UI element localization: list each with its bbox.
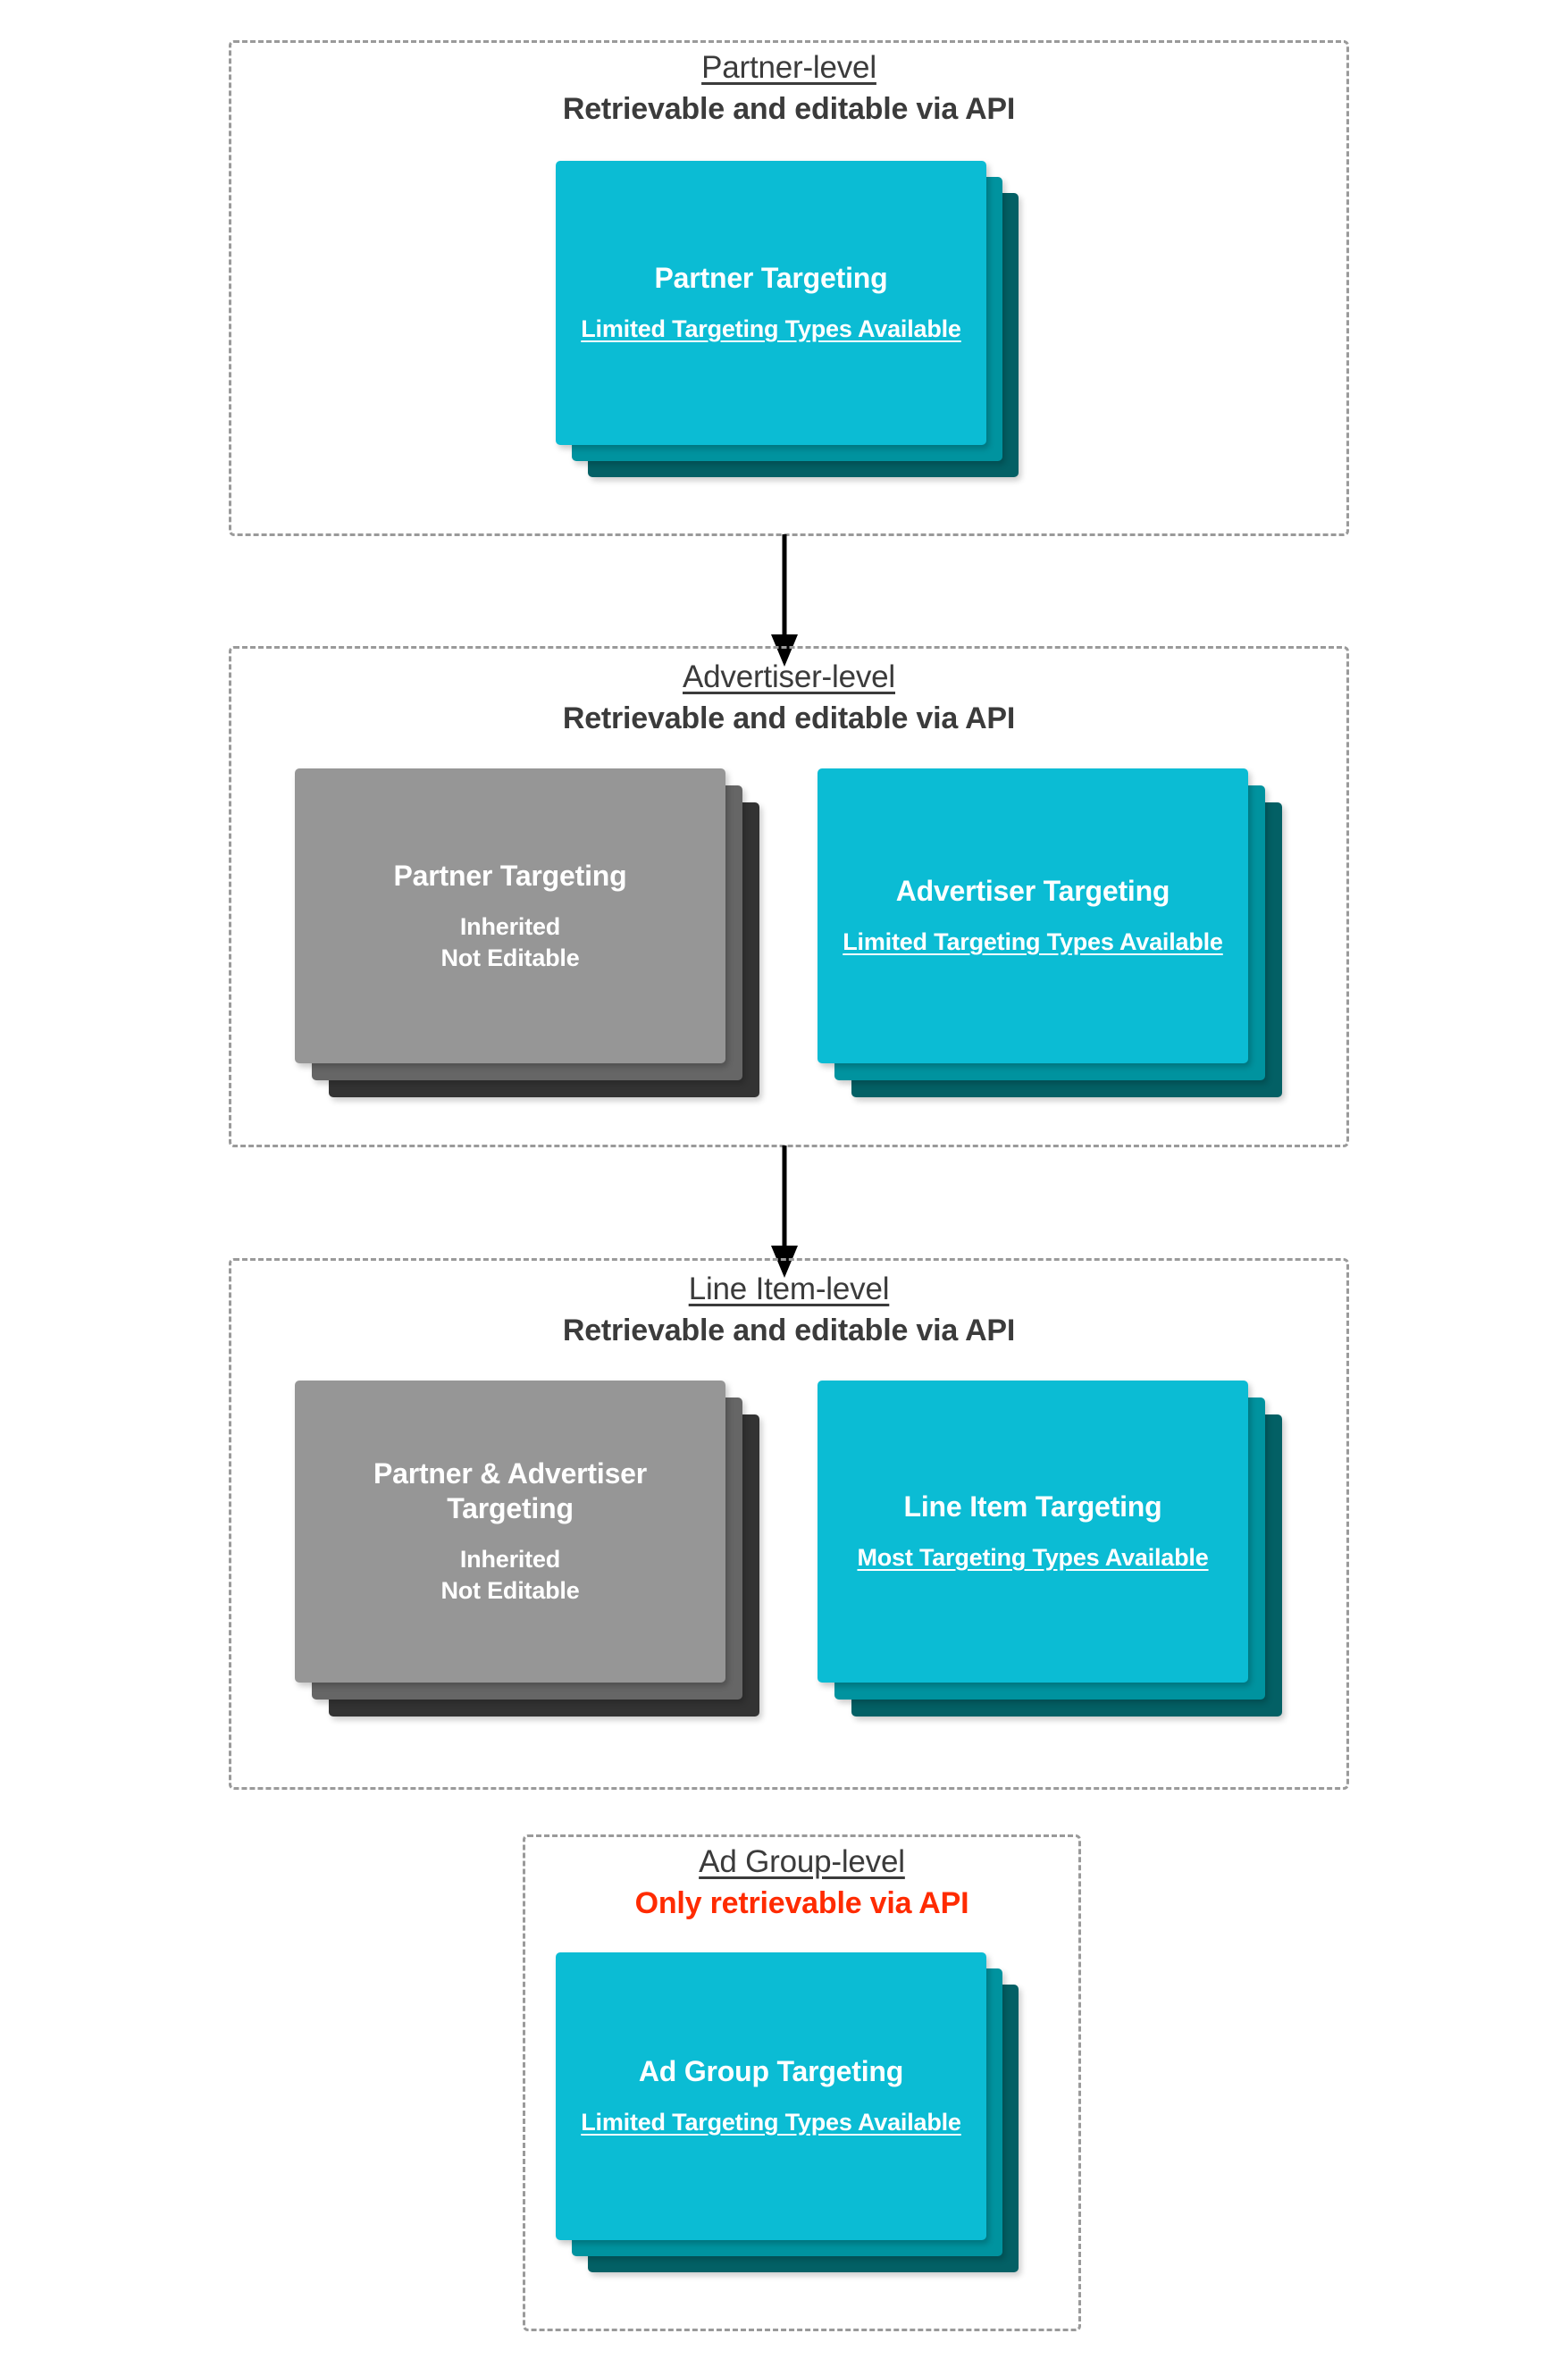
card-front-line-item-targeting[interactable]: Line Item Targeting Most Targeting Types… [818, 1381, 1248, 1683]
arrow-partner-to-advertiser [771, 534, 798, 667]
card-front-advertiser-targeting[interactable]: Advertiser Targeting Limited Targeting T… [818, 768, 1248, 1063]
level-title-advertiser: Advertiser-level [683, 659, 895, 694]
card-front-partner-targeting-inherited[interactable]: Partner Targeting Inherited Not Editable [295, 768, 725, 1063]
level-subtitle-ad-group: Only retrievable via API [634, 1886, 969, 1921]
level-title-ad-group: Ad Group-level [699, 1844, 905, 1879]
card-front-partner-advertiser-targeting-inherited[interactable]: Partner & Advertiser Targeting Inherited… [295, 1381, 725, 1683]
card-subtitle: Limited Targeting Types Available [581, 315, 961, 343]
card-stack-ad-group-targeting[interactable]: Ad Group Targeting Limited Targeting Typ… [556, 1952, 1029, 2292]
level-header-ad-group: Ad Group-level Only retrievable via API [523, 1843, 1081, 1921]
card-subtitle: Inherited Not Editable [440, 1546, 580, 1605]
card-title: Partner Targeting [393, 859, 627, 892]
card-subtitle: Inherited Not Editable [440, 912, 580, 971]
level-header-advertiser: Advertiser-level Retrievable and editabl… [229, 659, 1349, 736]
card-title: Partner & Advertiser Targeting [373, 1457, 648, 1525]
arrow-advertiser-to-line-item [771, 1146, 798, 1278]
card-title: Advertiser Targeting [895, 875, 1170, 908]
level-box-advertiser [229, 646, 1349, 1147]
card-stack-partner-targeting[interactable]: Partner Targeting Limited Targeting Type… [556, 161, 1029, 496]
level-title-partner: Partner-level [701, 50, 876, 85]
level-subtitle-line-item: Retrievable and editable via API [562, 1314, 1016, 1348]
level-subtitle-advertiser: Retrievable and editable via API [562, 701, 1016, 736]
card-front-partner-targeting[interactable]: Partner Targeting Limited Targeting Type… [556, 161, 986, 445]
level-box-partner [229, 40, 1349, 536]
level-title-line-item: Line Item-level [688, 1272, 890, 1306]
card-title: Line Item Targeting [903, 1490, 1162, 1523]
level-header-line-item: Line Item-level Retrievable and editable… [229, 1271, 1349, 1348]
card-title: Ad Group Targeting [638, 2055, 904, 2088]
card-stack-advertiser-targeting[interactable]: Advertiser Targeting Limited Targeting T… [818, 768, 1291, 1117]
level-subtitle-partner: Retrievable and editable via API [562, 92, 1016, 127]
card-subtitle: Most Targeting Types Available [857, 1544, 1209, 1572]
card-title: Partner Targeting [654, 262, 888, 295]
card-stack-partner-advertiser-targeting-inherited[interactable]: Partner & Advertiser Targeting Inherited… [295, 1381, 768, 1738]
card-front-ad-group-targeting[interactable]: Ad Group Targeting Limited Targeting Typ… [556, 1952, 986, 2240]
level-box-ad-group [523, 1834, 1081, 2331]
card-subtitle: Limited Targeting Types Available [581, 2109, 961, 2136]
level-box-line-item [229, 1258, 1349, 1790]
level-header-partner: Partner-level Retrievable and editable v… [229, 49, 1349, 127]
card-stack-line-item-targeting[interactable]: Line Item Targeting Most Targeting Types… [818, 1381, 1291, 1738]
card-subtitle: Limited Targeting Types Available [843, 928, 1223, 956]
card-stack-partner-targeting-inherited[interactable]: Partner Targeting Inherited Not Editable [295, 768, 768, 1117]
